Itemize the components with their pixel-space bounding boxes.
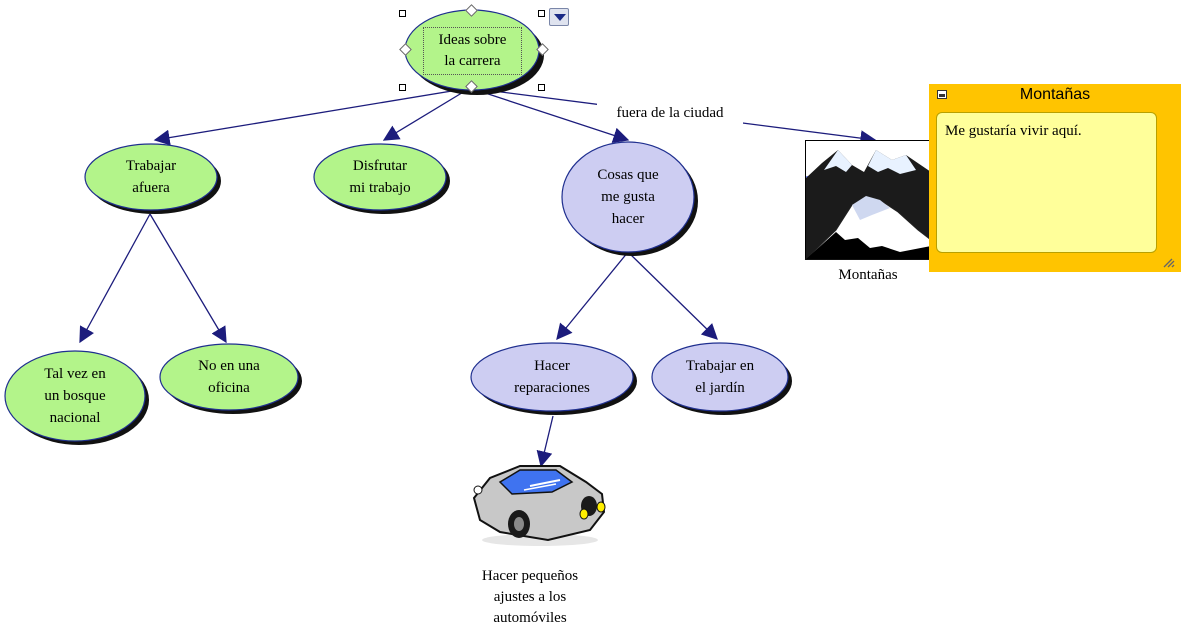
node-menu-dropdown-button[interactable] [549,8,569,26]
node-oficina[interactable] [159,343,299,411]
node-jardin[interactable] [651,342,789,412]
link-root-trabajar[interactable] [153,87,471,146]
link-root-disfrutar[interactable] [382,87,471,141]
link-cosas-jardin[interactable] [627,251,718,340]
note-window[interactable]: Montañas Me gustaría vivir aquí. [929,84,1181,272]
node-bosque[interactable] [4,350,146,442]
node-root[interactable] [404,9,540,91]
mountains-icon[interactable] [804,140,932,260]
note-minimize-icon[interactable] [937,90,947,99]
selection-handle-bl[interactable] [399,84,406,91]
link-reparaciones-car[interactable] [536,415,554,468]
links [79,87,877,468]
car-icon[interactable] [472,465,606,546]
selection-handle-tr[interactable] [538,10,545,17]
resize-grip-icon[interactable] [1163,258,1175,268]
note-text-area[interactable]: Me gustaría vivir aquí. [936,112,1157,253]
node-cosas[interactable] [561,141,695,253]
node-trabajar-afuera[interactable] [84,143,218,211]
selection-handle-br[interactable] [538,84,545,91]
mountains-caption: Montañas [838,267,898,283]
car-caption: Hacer pequeños ajustes a los automóviles [481,568,579,626]
note-title: Montañas [1019,86,1091,103]
link-cosas-reparaciones[interactable] [556,251,629,341]
link-trabajar-bosque[interactable] [79,213,151,344]
node-reparaciones[interactable] [470,342,634,412]
node-disfrutar[interactable] [313,143,447,211]
selection-handle-tl[interactable] [399,10,406,17]
link-trabajar-oficina[interactable] [149,213,227,344]
link-root-cosas[interactable] [469,87,630,144]
